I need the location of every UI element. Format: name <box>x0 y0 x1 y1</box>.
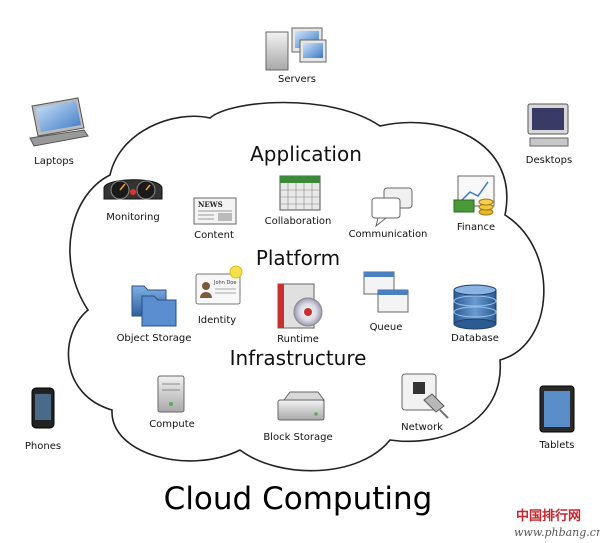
label-communication: Communication <box>349 229 428 240</box>
watermark-chinese: 中国排行网 <box>516 508 581 524</box>
label-collaboration: Collaboration <box>265 216 332 227</box>
label-tablets: Tablets <box>539 440 575 451</box>
tablets-icon <box>539 385 575 433</box>
database-cylinder-icon <box>453 284 497 330</box>
label-monitoring: Monitoring <box>106 212 159 223</box>
laptops-icon <box>29 97 89 147</box>
label-phones: Phones <box>25 441 61 452</box>
news-badge: NEWS <box>198 200 223 209</box>
label-object-storage: Object Storage <box>117 333 192 344</box>
label-laptops: Laptops <box>34 156 74 167</box>
label-database: Database <box>451 333 499 344</box>
compute-tower-icon <box>157 375 185 413</box>
label-queue: Queue <box>370 322 403 333</box>
label-identity: Identity <box>198 315 236 326</box>
network-plug-icon <box>401 373 449 419</box>
collaboration-calendar-icon <box>279 175 321 211</box>
servers-icon <box>265 27 327 71</box>
label-servers: Servers <box>278 74 316 85</box>
content-newspaper-icon: NEWS <box>193 197 237 225</box>
monitoring-icon <box>103 179 163 200</box>
desktops-icon <box>527 103 569 147</box>
section-application: Application <box>250 142 362 166</box>
section-infrastructure: Infrastructure <box>230 346 367 370</box>
phones-icon <box>31 387 55 429</box>
label-runtime: Runtime <box>277 334 319 345</box>
label-finance: Finance <box>457 222 495 233</box>
object-storage-folders-icon <box>131 285 177 327</box>
finance-chart-icon <box>453 175 495 216</box>
queue-windows-icon <box>363 271 409 313</box>
watermark-url: www.phbang.cn <box>514 526 600 539</box>
id-name: John Doe <box>213 280 236 286</box>
runtime-cd-icon <box>277 283 323 329</box>
label-block-storage: Block Storage <box>263 432 332 443</box>
communication-bubbles-icon <box>371 187 413 228</box>
label-compute: Compute <box>149 419 195 430</box>
label-desktops: Desktops <box>526 155 572 166</box>
identity-card-icon: John Doe <box>195 265 243 305</box>
block-storage-drive-icon <box>277 391 325 421</box>
label-network: Network <box>401 422 443 433</box>
diagram-title: Cloud Computing <box>164 481 433 517</box>
section-platform: Platform <box>256 246 340 270</box>
label-content: Content <box>194 230 234 241</box>
